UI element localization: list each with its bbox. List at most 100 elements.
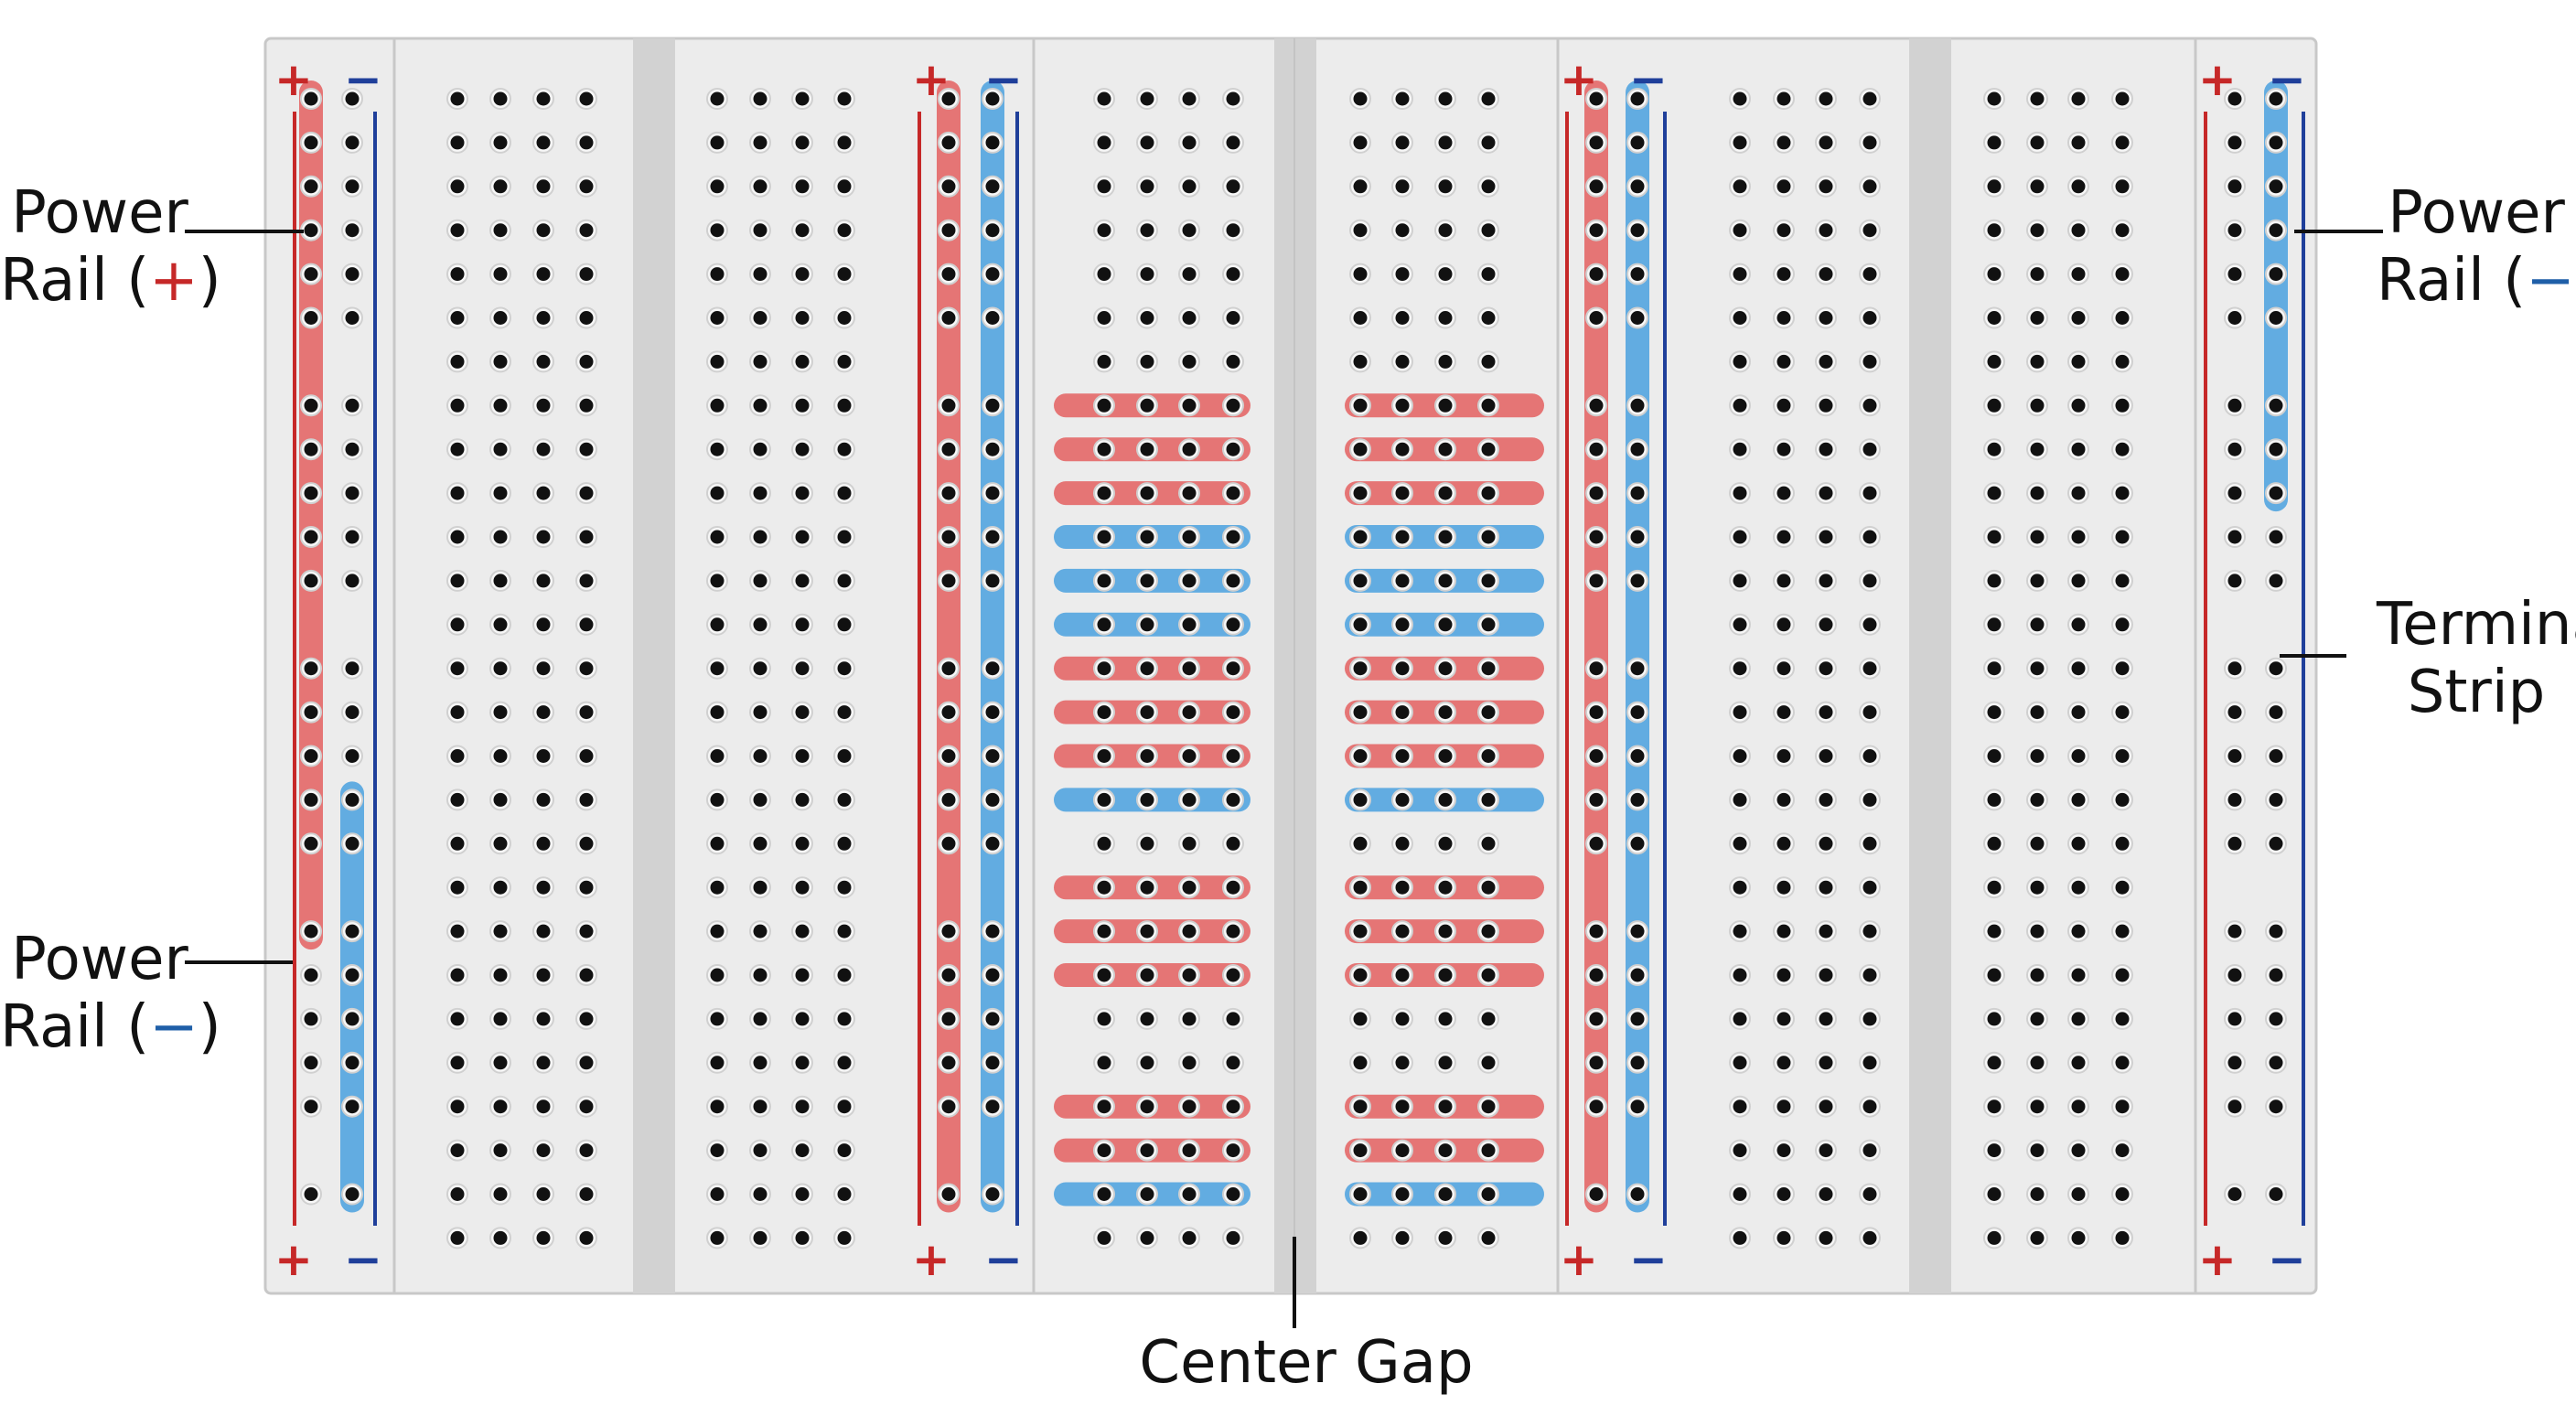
hole	[579, 1099, 594, 1114]
hole	[493, 354, 508, 369]
hole	[1395, 968, 1410, 982]
hole	[1438, 1143, 1453, 1158]
hole	[710, 1143, 724, 1158]
hole	[710, 1056, 724, 1070]
hole	[536, 661, 551, 676]
power-rail-positive-line1: Power	[11, 179, 188, 247]
hole	[536, 1187, 551, 1201]
hole	[1733, 617, 1747, 632]
hole	[1438, 880, 1453, 895]
hole	[493, 91, 508, 106]
hole	[2071, 1056, 2086, 1070]
hole	[345, 1099, 360, 1114]
hole	[1776, 1056, 1791, 1070]
hole	[1987, 354, 2002, 369]
hole	[753, 486, 767, 500]
hole	[1776, 223, 1791, 238]
hole	[2227, 486, 2242, 500]
hole	[985, 705, 1000, 720]
hole	[2071, 91, 2086, 106]
hole	[1395, 1099, 1410, 1114]
hole	[1987, 486, 2002, 500]
hole	[837, 880, 852, 895]
hole	[2030, 1012, 2045, 1026]
hole	[536, 880, 551, 895]
hole	[1140, 705, 1154, 720]
hole	[1353, 1012, 1368, 1026]
hole	[753, 179, 767, 194]
hole	[2071, 354, 2086, 369]
hole	[1481, 968, 1496, 982]
hole	[304, 311, 318, 325]
hole	[1353, 1099, 1368, 1114]
hole	[1353, 924, 1368, 938]
positive-rail-bar	[299, 80, 323, 950]
hole	[1987, 924, 2002, 938]
hole	[1097, 1099, 1111, 1114]
hole	[1589, 398, 1604, 413]
hole	[304, 968, 318, 982]
hole	[2269, 705, 2283, 720]
hole	[1438, 442, 1453, 456]
hole	[941, 968, 956, 982]
hole	[1395, 530, 1410, 544]
hole	[1481, 924, 1496, 938]
hole	[1819, 311, 1833, 325]
hole	[2115, 354, 2130, 369]
hole	[710, 661, 724, 676]
hole-grid	[300, 88, 2287, 1249]
hole	[1776, 1143, 1791, 1158]
hole	[1395, 486, 1410, 500]
hole	[579, 792, 594, 807]
hole	[753, 661, 767, 676]
hole	[579, 223, 594, 238]
hole	[304, 223, 318, 238]
hole	[304, 792, 318, 807]
hole	[710, 530, 724, 544]
hole	[1140, 880, 1154, 895]
hole	[985, 223, 1000, 238]
hole	[1182, 792, 1197, 807]
hole	[2227, 924, 2242, 938]
hole	[753, 924, 767, 938]
hole	[2115, 1012, 2130, 1026]
hole	[1819, 749, 1833, 763]
hole	[710, 617, 724, 632]
hole	[345, 442, 360, 456]
hole	[985, 179, 1000, 194]
hole	[493, 1187, 508, 1201]
hole	[753, 1187, 767, 1201]
hole	[1733, 91, 1747, 106]
center-gap-label: Center Gap	[1139, 1329, 1474, 1397]
hole	[1438, 1012, 1453, 1026]
hole	[1733, 442, 1747, 456]
hole	[1353, 1230, 1368, 1245]
hole	[1819, 1187, 1833, 1201]
hole	[1140, 1230, 1154, 1245]
hole	[837, 1230, 852, 1245]
hole	[536, 398, 551, 413]
hole	[2115, 574, 2130, 588]
hole	[450, 530, 465, 544]
hole	[450, 924, 465, 938]
hole	[450, 442, 465, 456]
hole	[304, 398, 318, 413]
hole	[2030, 661, 2045, 676]
hole	[710, 179, 724, 194]
hole	[1226, 968, 1240, 982]
hole	[941, 1187, 956, 1201]
hole	[345, 179, 360, 194]
hole	[985, 398, 1000, 413]
hole	[1776, 354, 1791, 369]
hole	[1987, 311, 2002, 325]
hole	[1987, 179, 2002, 194]
hole	[536, 574, 551, 588]
hole	[536, 1230, 551, 1245]
plus-symbol-bottom: +	[2198, 1233, 2237, 1286]
hole	[536, 749, 551, 763]
hole	[1776, 311, 1791, 325]
hole	[1097, 442, 1111, 456]
hole	[710, 705, 724, 720]
hole	[1862, 1143, 1877, 1158]
hole	[345, 705, 360, 720]
